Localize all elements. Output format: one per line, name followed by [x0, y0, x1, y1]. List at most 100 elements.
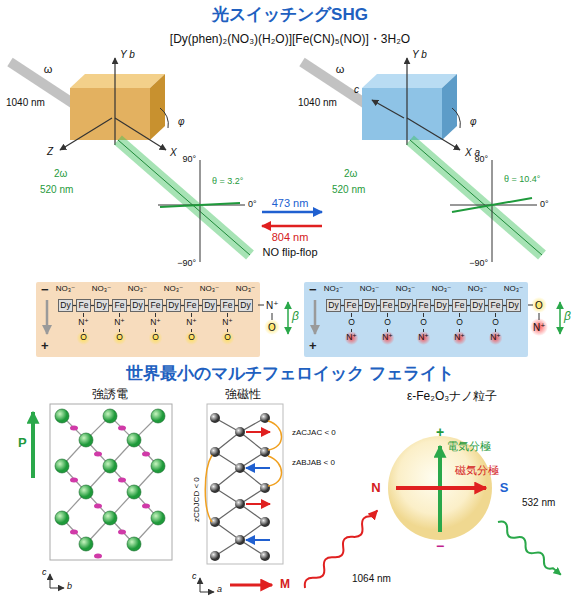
ferroelectric-structure: [142, 504, 150, 509]
charge-sign: +: [41, 339, 49, 354]
annotation-label: 0°: [540, 199, 549, 209]
atom-symbol: Dy: [239, 300, 252, 311]
left-crystal-setup: [160, 203, 240, 207]
chain-atom-label: N⁺: [490, 333, 501, 343]
atom-symbol: Dy: [131, 300, 144, 311]
atom-box: Fe: [488, 299, 503, 312]
ferroelectric-structure: [94, 554, 102, 559]
annotation-label: c: [192, 571, 197, 581]
ferromagnetic-structure: [210, 551, 220, 561]
chain-atom-label: O: [268, 322, 276, 334]
left-crystal-setup: [160, 108, 168, 128]
chain-panels: [304, 282, 528, 357]
ferroelectric-structure: [50, 574, 51, 588]
nanoparticle: [495, 519, 563, 578]
chain-panel: −+DyFeDyFeDyFeDyFeDyFeDy: [36, 282, 260, 357]
right-crystal-setup: [410, 140, 542, 255]
chain-atom-label: O: [384, 318, 391, 328]
right-crystal-setup: [406, 58, 407, 145]
chain-atom-label: O: [80, 333, 87, 343]
left-crystal-setup: [70, 74, 165, 88]
left-crystal-setup: [114, 58, 115, 145]
ferromagnetic-structure: [210, 413, 270, 561]
ferroelectric-structure: [50, 588, 64, 589]
annotation-label: 804 nm: [272, 231, 309, 244]
ferromagnetic-structure: [260, 551, 270, 561]
ferroelectric-structure: [79, 485, 93, 499]
annotation-label: 520 nm: [40, 184, 73, 196]
atom-symbol: Dy: [59, 300, 72, 311]
chain-panels: [287, 302, 289, 334]
chain-atom-label: NO₃⁻: [432, 284, 451, 293]
chain-panels: [530, 318, 548, 336]
ferroelectric-structure: [103, 459, 117, 473]
ferroelectric-structure: [103, 409, 117, 423]
chain-panels: [77, 331, 91, 345]
atom-symbol: Dy: [435, 300, 448, 311]
left-crystal-setup: [118, 140, 250, 255]
chain-atom-label: O: [420, 318, 427, 328]
annotation-label: 90°: [474, 154, 488, 164]
chain-atom-label: N⁺: [222, 318, 233, 328]
chain-atom-label: NO₃⁻: [164, 284, 183, 293]
ferroelectric-structure: [70, 530, 78, 535]
right-crystal-setup: [452, 198, 532, 212]
right-crystal-setup: [406, 136, 546, 260]
annotation-label: 2ω: [344, 168, 357, 180]
ferroelectric-structure: [142, 452, 150, 457]
atom-symbol: Dy: [471, 300, 484, 311]
annotation-label: Y b: [412, 49, 427, 61]
chain-panels: [149, 331, 163, 345]
ferroelectric-structure: [151, 459, 165, 473]
annotation-label: 532 nm: [522, 497, 555, 509]
chain-atom-label: NO₃⁻: [236, 284, 255, 293]
chain-atom-label: O: [152, 333, 159, 343]
atom-symbol: Dy: [95, 300, 108, 311]
ferroelectric-structure: [55, 459, 69, 473]
atom-box: Fe: [112, 299, 127, 312]
chain-panels: [531, 297, 547, 313]
annotation-label: +: [436, 424, 444, 440]
chain-atom-label: β: [564, 310, 571, 324]
chain-atom-label: O: [456, 318, 463, 328]
chain-atom-label: NO₃⁻: [396, 284, 415, 293]
chain-atom-label: N⁺: [418, 333, 429, 343]
ferroelectric-structure: [151, 511, 165, 525]
left-crystal-setup: [7, 58, 254, 262]
annotation-label: ω: [44, 63, 53, 76]
panel-caption: 強誘電: [92, 388, 128, 402]
atom-symbol: Dy: [203, 300, 216, 311]
annotation-label: c: [354, 84, 359, 96]
atom-symbol: Fe: [453, 300, 466, 311]
chain-atom-label: NO₃⁻: [128, 284, 147, 293]
atom-symbol: Dy: [167, 300, 180, 311]
atom-box: Fe: [148, 299, 163, 312]
ferroelectric-structure: [70, 426, 150, 559]
annotation-label: φ: [178, 116, 185, 128]
atom-box: Dy: [434, 299, 449, 312]
ferromagnetic-structure: [246, 503, 270, 505]
ferroelectric-structure: [50, 404, 172, 560]
ferroelectric-structure: [118, 478, 126, 483]
annotation-label: P: [18, 436, 27, 451]
atom-box: Dy: [202, 299, 217, 312]
ferromagnetic-structure: [246, 431, 270, 433]
annotation-label: a: [217, 584, 222, 594]
chain-atom-label: N⁺: [454, 333, 465, 343]
chain-atom-label: NO₃⁻: [468, 284, 487, 293]
chain-atom-label: O: [188, 333, 195, 343]
annotation-label: −90°: [177, 258, 196, 268]
atom-box: Fe: [220, 299, 235, 312]
ferroelectric-structure: [94, 504, 102, 509]
ferromagnetic-structure: [246, 467, 270, 469]
atom-symbol: Fe: [417, 300, 430, 311]
chain-atom-label: NO₃⁻: [200, 284, 219, 293]
ferromagnetic-structure: [230, 584, 272, 587]
atom-box: Dy: [94, 299, 109, 312]
ferromagnetic-structure: [235, 499, 245, 509]
atom-symbol: Fe: [381, 300, 394, 311]
ferromagnetic-structure: [260, 483, 270, 493]
annotation-label: φ: [470, 116, 477, 128]
chain-panels: [453, 331, 467, 345]
